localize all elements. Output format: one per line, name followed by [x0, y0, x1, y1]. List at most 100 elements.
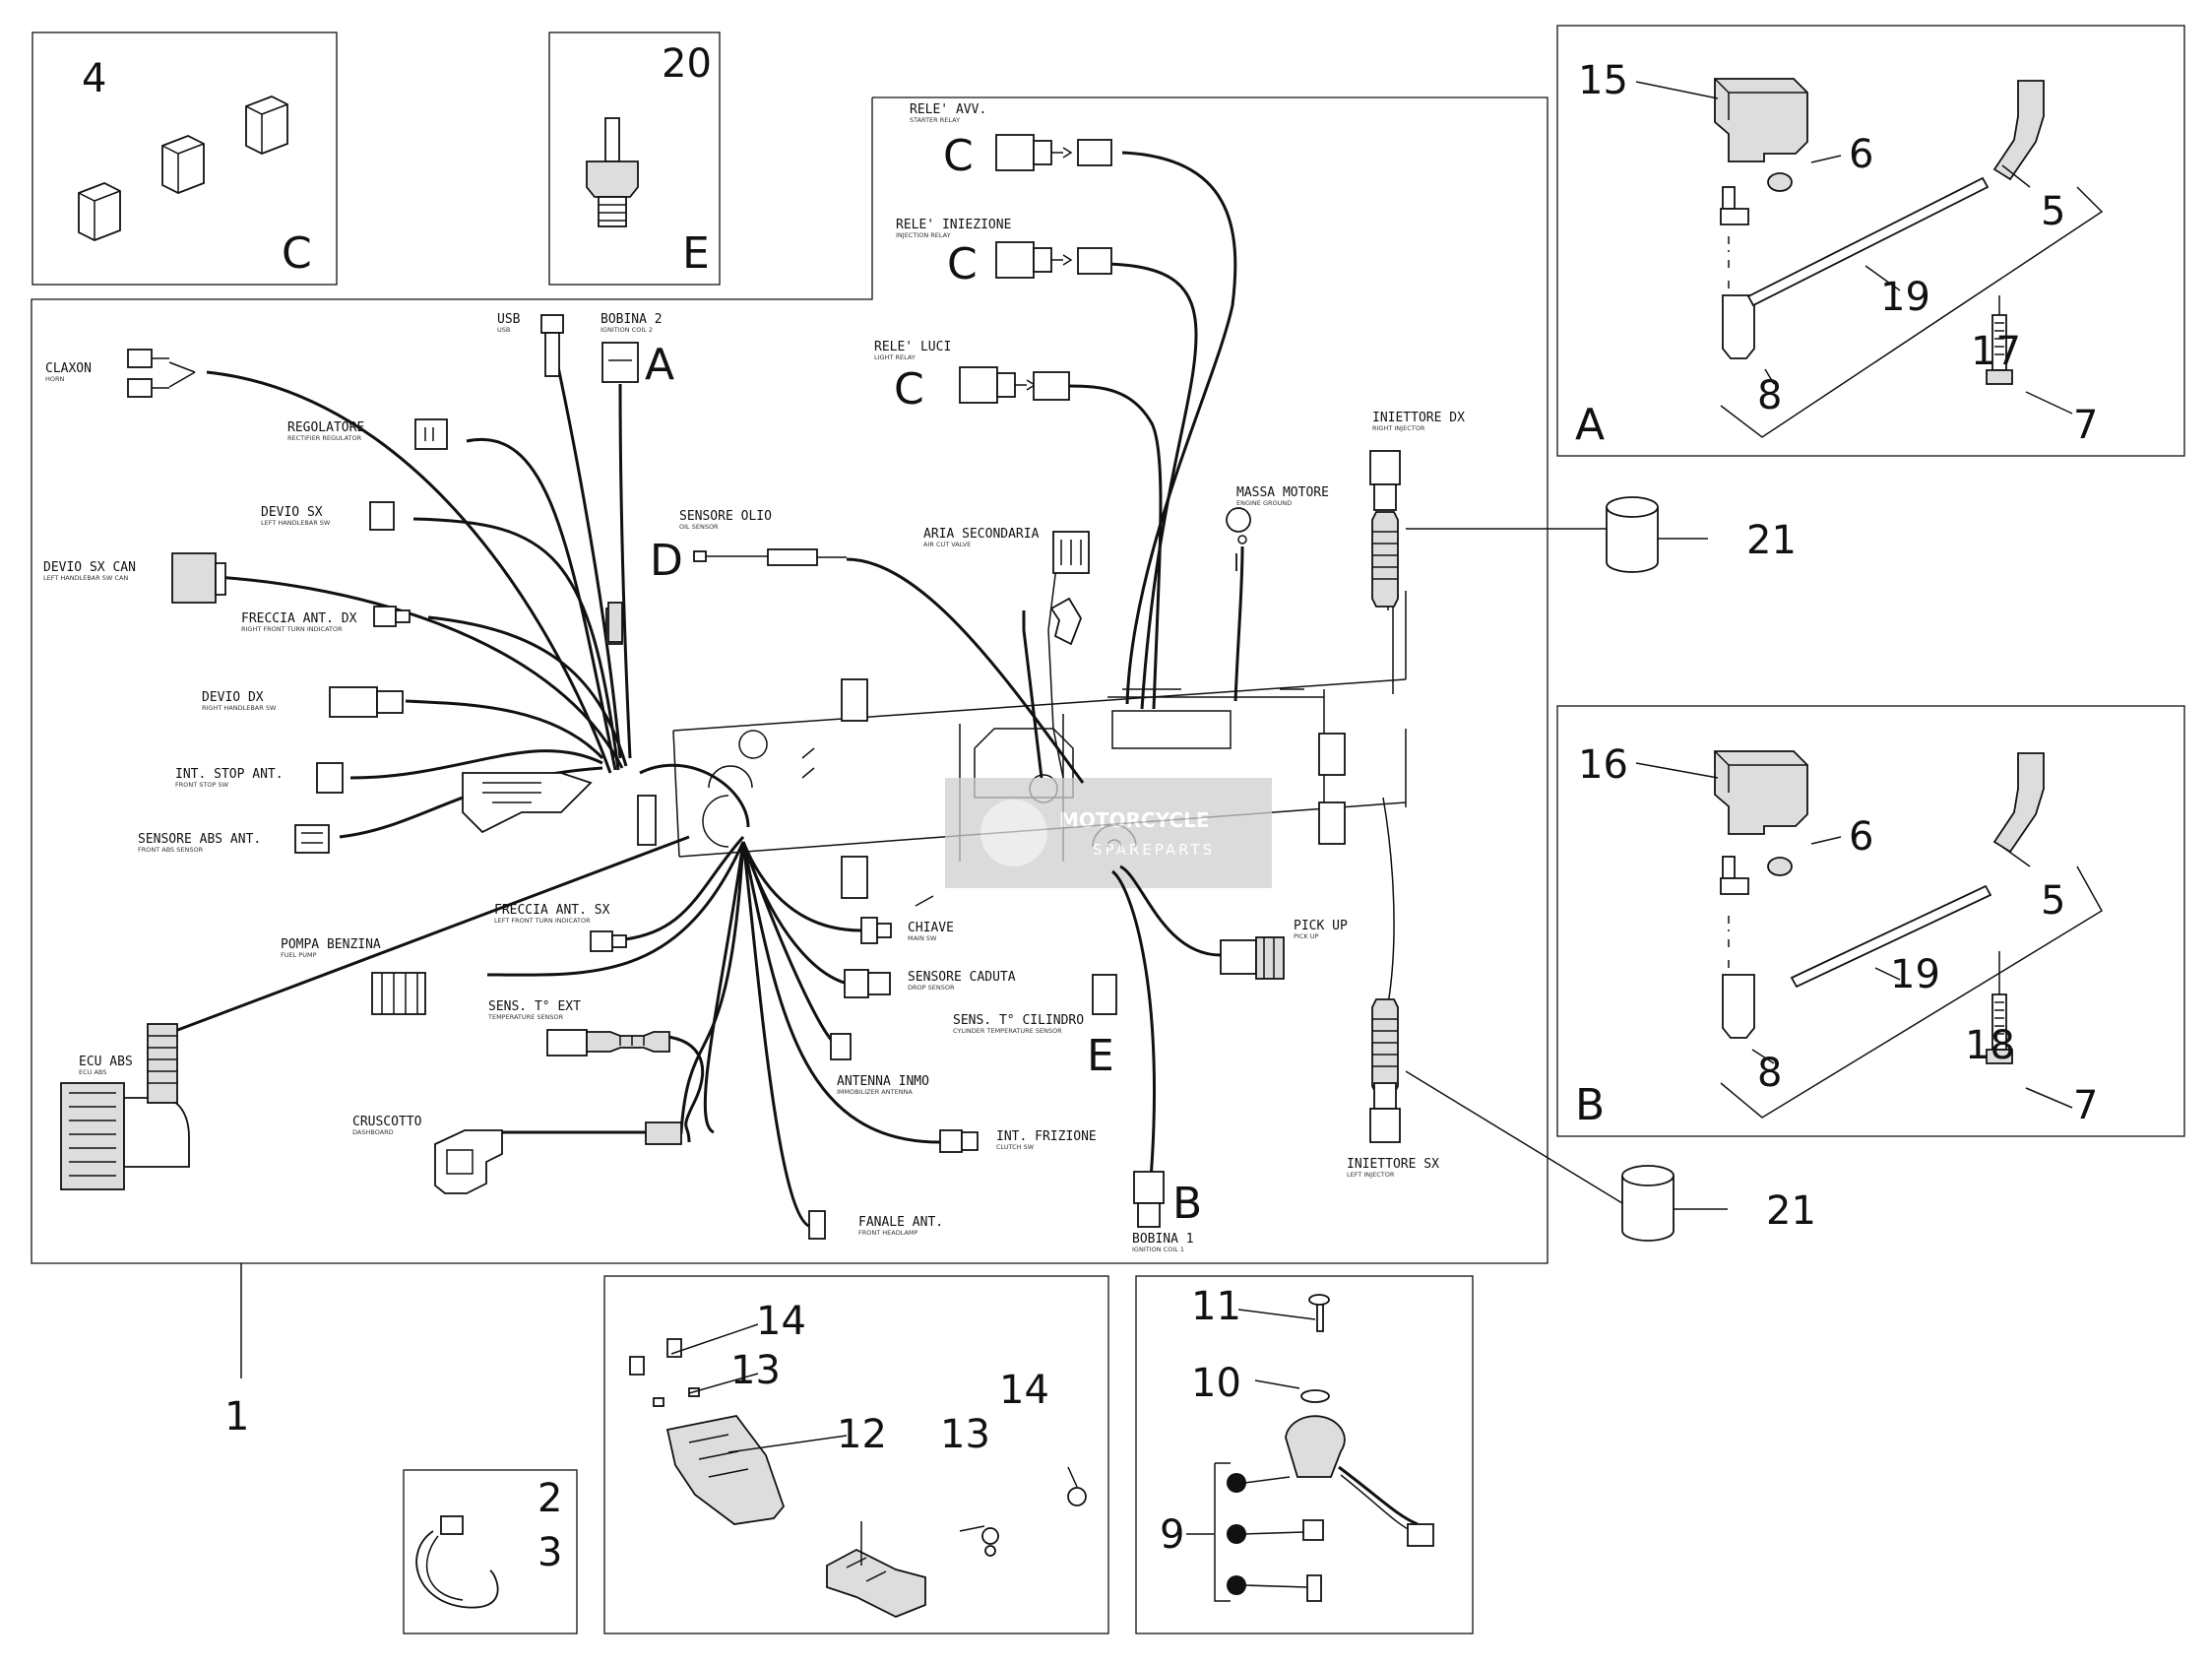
label-pick-up: PICK UP [1294, 919, 1348, 933]
callout-5a: 5 [2041, 189, 2065, 234]
letter-e-cylinder: E [1087, 1031, 1114, 1081]
sublabel-devio-dx: RIGHT HANDLEBAR SW [202, 704, 277, 712]
sublabel-devio-sx-can: LEFT HANDLEBAR SW CAN [43, 574, 128, 582]
harness-left-bracket [462, 772, 657, 846]
label-aria-secondaria: ARIA SECONDARIA [923, 527, 1040, 542]
label-rele-luci: RELE' LUCI [874, 340, 951, 354]
label-claxon: CLAXON [45, 361, 92, 376]
inset-box-coil-b [1556, 705, 2185, 1137]
harness-sleeve [607, 602, 623, 643]
label-sens-ext: SENS. T° EXT [488, 999, 581, 1014]
sublabel-sens-ext: TEMPERATURE SENSOR [487, 1013, 564, 1021]
sublabel-freccia-ant-dx: RIGHT FRONT TURN INDICATOR [241, 625, 343, 633]
callout-5b: 5 [2041, 878, 2065, 924]
callout-18: 18 [1965, 1023, 2015, 1068]
connector-cylinder-temp [1092, 974, 1117, 1015]
connector-left-handlebar-sw [369, 501, 395, 531]
sublabel-bobina-1: IGNITION COIL 1 [1132, 1246, 1184, 1253]
callout-16: 16 [1578, 742, 1628, 788]
sublabel-iniettore-sx: LEFT INJECTOR [1347, 1171, 1395, 1179]
label-freccia-ant-dx: FRECCIA ANT. DX [241, 611, 357, 626]
terminal-engine-ground [1226, 507, 1251, 571]
callout-14b: 14 [999, 1368, 1049, 1413]
letter-c-injection: C [947, 239, 978, 289]
connector-pick-up [1220, 936, 1285, 980]
relay-starter [995, 134, 1112, 171]
letter-c-light: C [894, 364, 924, 415]
letter-a-box: A [1575, 400, 1605, 450]
callout-8b: 8 [1757, 1051, 1782, 1096]
ignition-coil-a-illustration [1714, 78, 2045, 385]
label-iniettore-dx: INIETTORE DX [1372, 411, 1465, 425]
label-fanale-ant: FANALE ANT. [858, 1215, 943, 1230]
sublabel-antenna-inmo: IMMOBILIZER ANTENNA [837, 1088, 913, 1096]
inset-box-relays [32, 32, 338, 286]
label-sensore-caduta: SENSORE CADUTA [908, 970, 1016, 985]
drop-sensor-illustration [1227, 1294, 1434, 1602]
callout-19b: 19 [1890, 952, 1940, 997]
inset-box-drop-sensor [1135, 1275, 1474, 1634]
sensor-oil [693, 548, 847, 566]
sublabel-int-stop: FRONT STOP SW [175, 781, 229, 789]
injector-right [1369, 450, 1401, 608]
label-freccia-ant-sx: FRECCIA ANT. SX [494, 903, 610, 918]
callout-9: 9 [1160, 1512, 1184, 1558]
label-abs-ant: SENSORE ABS ANT. [138, 832, 261, 847]
callout-20: 20 [662, 41, 712, 87]
sublabel-usb: USB [497, 326, 510, 334]
sublabel-pompa-benzina: FUEL PUMP [281, 951, 317, 959]
leader-lines-b [1635, 762, 2104, 1119]
letter-c-starter: C [943, 131, 974, 181]
sublabel-int-frizione: CLUTCH SW [996, 1143, 1035, 1151]
connector-right-handlebar-sw [329, 686, 404, 718]
inset-box-coil-a [1556, 25, 2185, 457]
label-devio-sx: DEVIO SX [261, 505, 323, 520]
sublabel-regolatore: RECTIFIER REGULATOR [287, 434, 362, 442]
label-ecu-abs: ECU ABS [79, 1055, 133, 1069]
label-rele-avv: RELE' AVV. [910, 102, 986, 117]
connector-clutch-sw [939, 1129, 979, 1153]
callout-15: 15 [1578, 58, 1628, 103]
letter-b-box: B [1575, 1080, 1605, 1130]
injector-left [1369, 998, 1401, 1143]
sublabel-sensore-caduta: DROP SENSOR [908, 984, 955, 992]
sublabel-massa-motore: ENGINE GROUND [1236, 499, 1292, 507]
callout-21b: 21 [1766, 1188, 1816, 1234]
label-bobina-1: BOBINA 1 [1132, 1232, 1194, 1247]
cable-clamp-illustration [415, 1515, 499, 1609]
letter-b-coil1: B [1172, 1179, 1202, 1229]
label-chiave: CHIAVE [908, 921, 954, 935]
connector-main-sw [860, 917, 892, 944]
callout-7b: 7 [2073, 1083, 2098, 1128]
cap-21-top [1606, 496, 1659, 573]
label-int-frizione: INT. FRIZIONE [996, 1129, 1097, 1144]
connector-left-front-indicator [590, 930, 627, 952]
inset-box-bracket [603, 1275, 1109, 1634]
leader-lines-drop [1186, 1309, 1316, 1602]
sublabel-rele-luci: LIGHT RELAY [874, 353, 916, 361]
label-devio-sx-can: DEVIO SX CAN [43, 560, 136, 575]
leader-lines-a [1635, 81, 2104, 438]
connector-rectifier [414, 418, 448, 450]
sublabel-freccia-ant-sx: LEFT FRONT TURN INDICATOR [494, 917, 591, 925]
inset-box-clamp [403, 1469, 578, 1634]
connector-right-front-indicator [373, 606, 411, 627]
sublabel-aria-secondaria: AIR CUT VALVE [923, 541, 971, 548]
label-iniettore-sx: INIETTORE SX [1347, 1157, 1439, 1172]
label-bobina-2: BOBINA 2 [600, 312, 663, 327]
cap-21-bottom [1621, 1165, 1675, 1242]
callout-11: 11 [1191, 1284, 1241, 1329]
connector-drop-sensor [844, 969, 891, 998]
callout-3: 3 [537, 1530, 562, 1575]
label-regolatore: REGOLATORE [287, 420, 364, 435]
sublabel-cruscotto: DASHBOARD [352, 1128, 394, 1136]
label-rele-iniezione: RELE' INIEZIONE [896, 218, 1011, 232]
sublabel-pick-up: PICK UP [1294, 932, 1318, 940]
letter-a-coil2: A [645, 340, 674, 390]
relay-light [959, 366, 1070, 404]
callout-6a: 6 [1849, 132, 1873, 177]
sublabel-rele-iniezione: INJECTION RELAY [896, 231, 951, 239]
sublabel-abs-ant: FRONT ABS SENSOR [138, 846, 204, 854]
sublabel-sens-cilindro: CYLINDER TEMPERATURE SENSOR [953, 1027, 1062, 1035]
